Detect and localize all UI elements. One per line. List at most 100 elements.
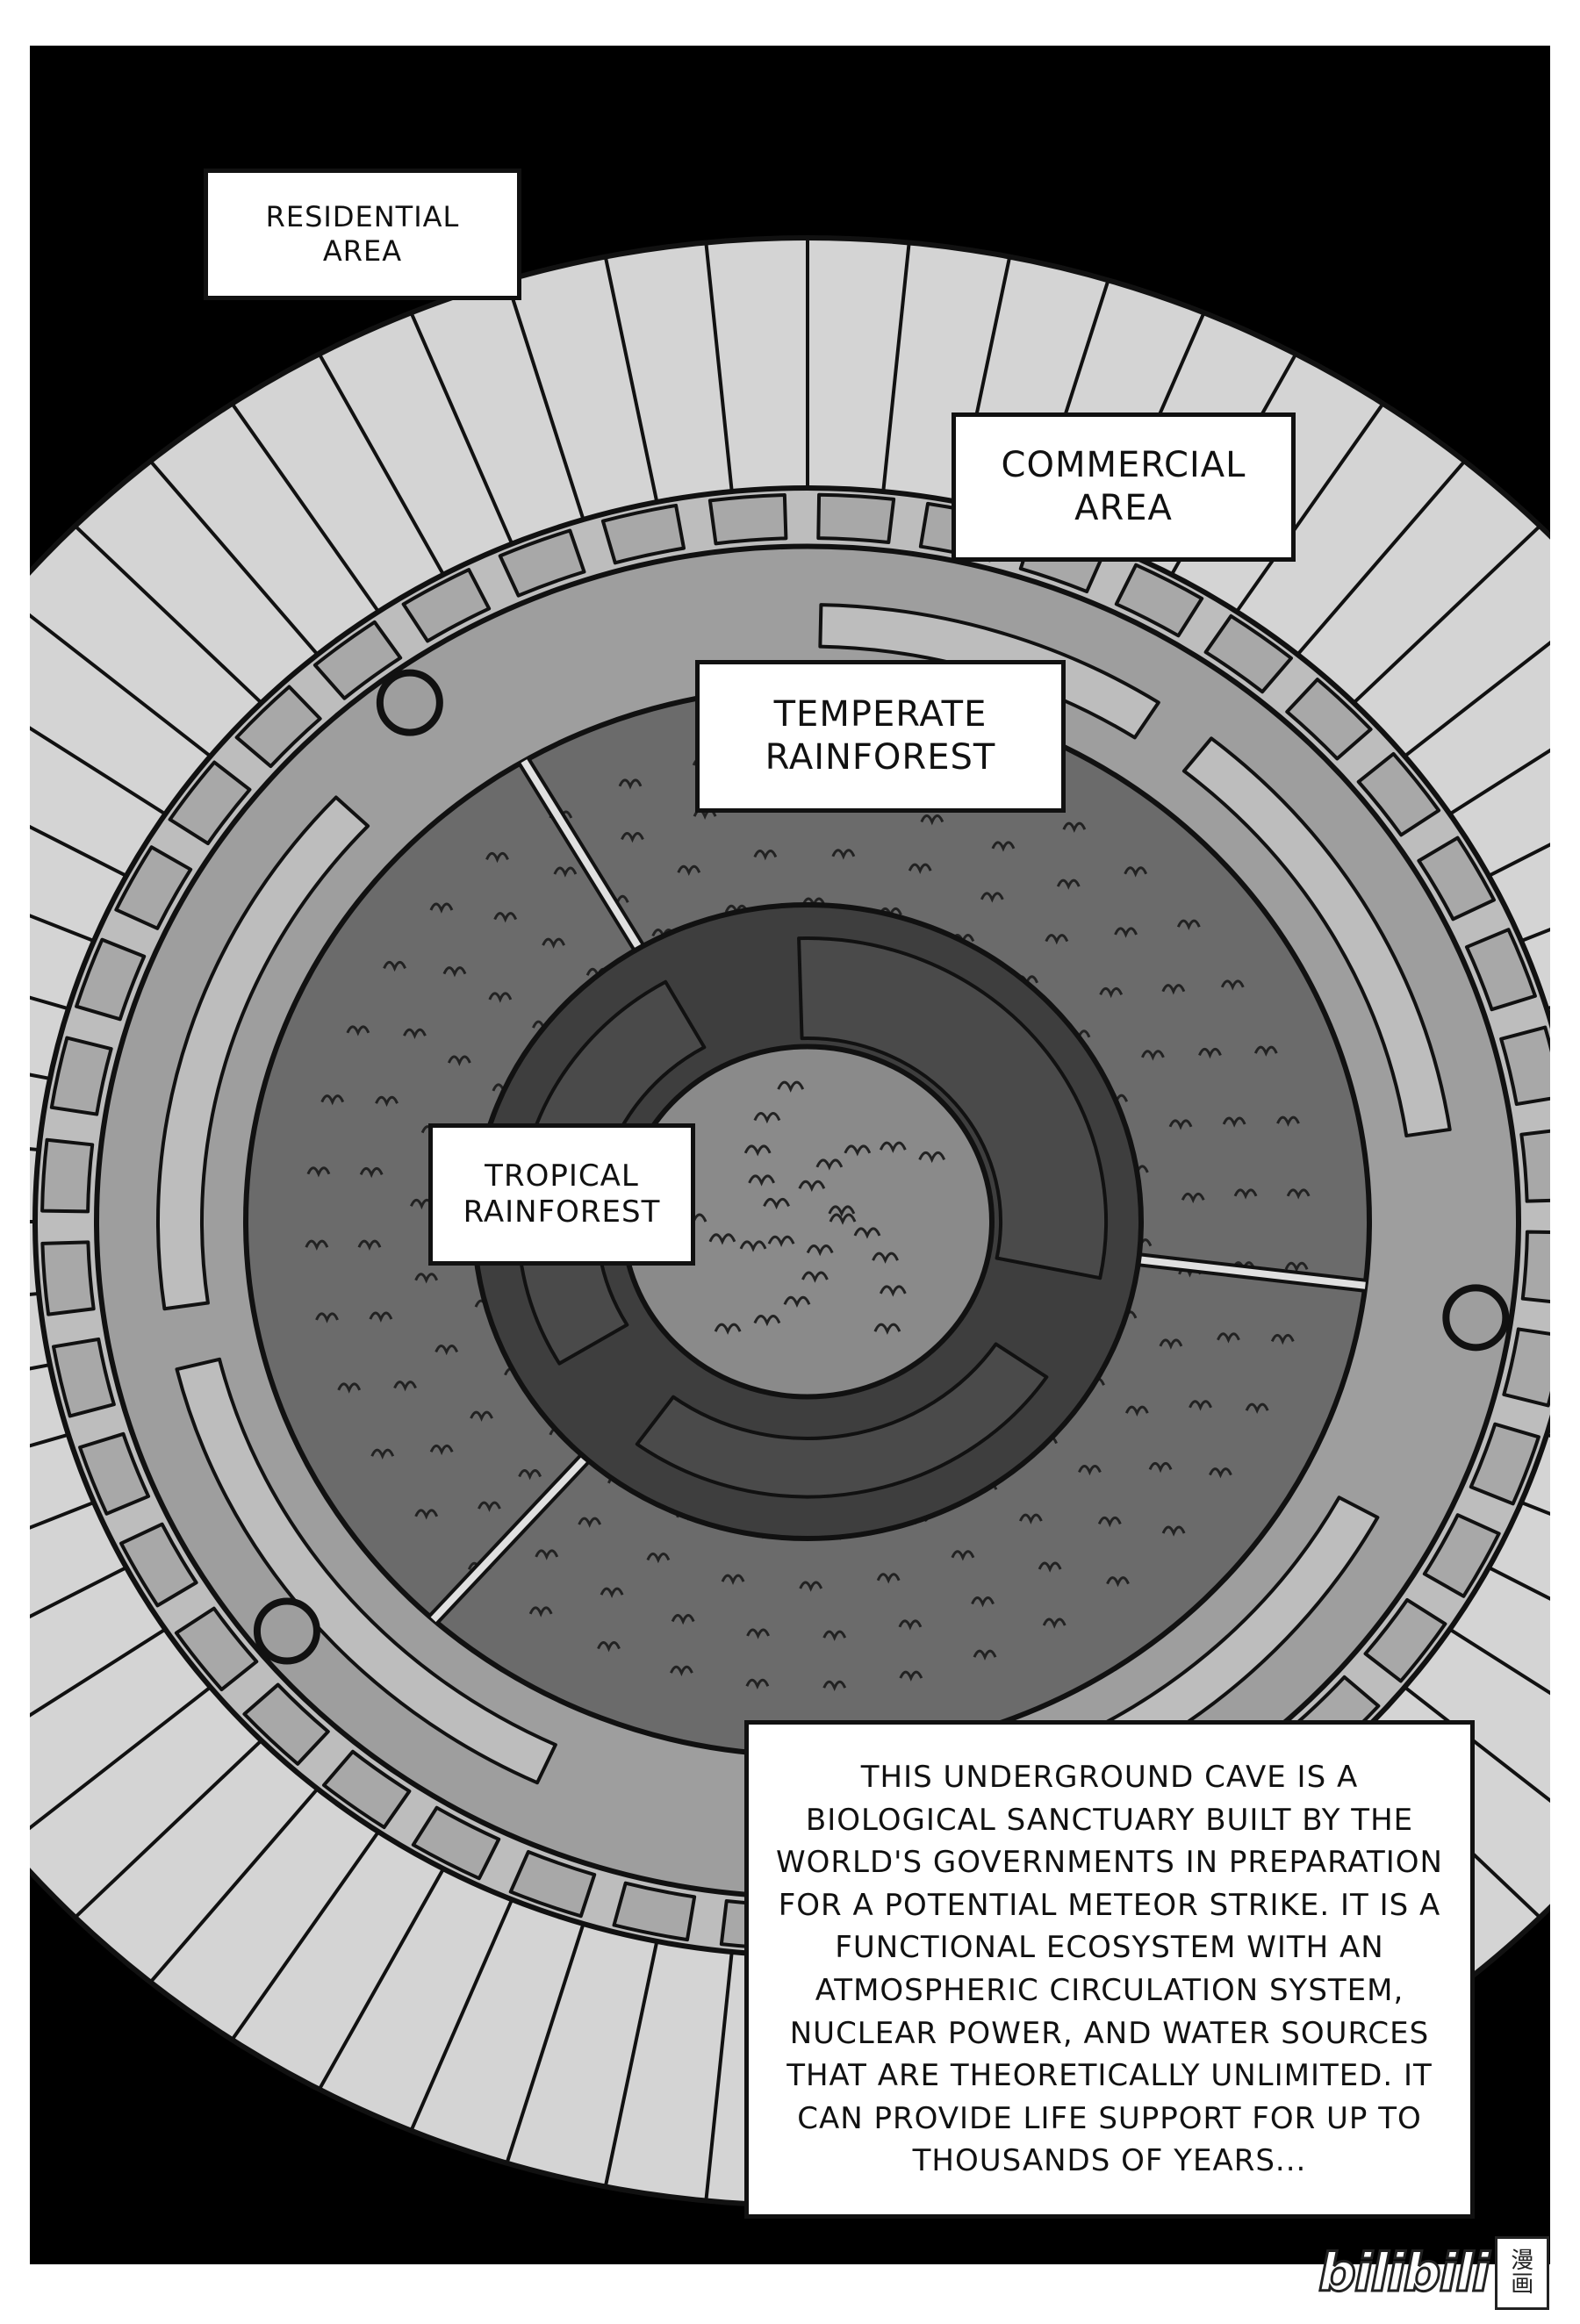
forest-path-fill xyxy=(1138,1256,1366,1289)
tree-canopy-mark xyxy=(442,966,467,978)
tree-canopy-mark xyxy=(671,1614,695,1625)
core-canopy-mark xyxy=(753,1112,781,1124)
plaza-pod-circle xyxy=(253,1597,320,1665)
tree-canopy-mark xyxy=(721,1574,745,1585)
tree-canopy-mark xyxy=(403,1028,427,1040)
tree-canopy-mark xyxy=(1181,1192,1205,1204)
tree-canopy-mark xyxy=(1198,1047,1222,1059)
outer-plank-line xyxy=(1448,1627,1550,1696)
outer-plank-line xyxy=(1448,748,1550,816)
core-canopy-mark xyxy=(783,1295,811,1309)
core-canopy-mark xyxy=(828,1205,856,1217)
tree-canopy-mark xyxy=(670,1665,693,1677)
tree-canopy-mark xyxy=(899,1670,923,1682)
tree-canopy-mark xyxy=(1078,1465,1102,1476)
core-canopy-mark xyxy=(801,1271,829,1283)
tree-canopy-mark xyxy=(973,1649,997,1661)
residential-building-block xyxy=(1520,1230,1550,1304)
core-canopy-mark xyxy=(798,1180,826,1193)
residential-building-block xyxy=(40,1240,96,1316)
residential-building-block xyxy=(1417,836,1496,922)
residential-building-block xyxy=(1114,563,1204,638)
tree-canopy-mark xyxy=(414,1273,439,1284)
residential-building-block xyxy=(707,492,788,546)
manhua-seal-icon: 漫 画 xyxy=(1495,2236,1550,2310)
core-canopy-mark xyxy=(767,1235,795,1247)
outer-plank-line xyxy=(30,1501,95,1530)
residential-building-block xyxy=(612,1881,697,1942)
seal-top-char: 漫 xyxy=(1511,2247,1534,2274)
tree-canopy-mark xyxy=(414,1509,439,1520)
tree-canopy-mark xyxy=(822,1630,847,1641)
residential-building-block xyxy=(1469,1422,1540,1506)
tree-canopy-mark xyxy=(677,864,701,877)
outer-plank-line xyxy=(74,1739,263,1919)
tree-canopy-mark xyxy=(831,849,856,860)
outer-plank-line xyxy=(1488,1566,1550,1601)
tree-canopy-mark xyxy=(1161,1525,1186,1537)
core-canopy-mark xyxy=(872,1252,899,1264)
tree-canopy-mark xyxy=(1141,1050,1165,1061)
tree-canopy-mark xyxy=(1222,1116,1246,1128)
tree-canopy-mark xyxy=(359,1166,384,1179)
core-canopy-mark xyxy=(879,1141,907,1153)
tree-canopy-mark xyxy=(369,1311,393,1323)
tree-canopy-mark xyxy=(375,1095,399,1108)
residential-building-block xyxy=(1203,613,1294,694)
tree-canopy-mark xyxy=(346,1025,370,1036)
residential-building-block xyxy=(1285,678,1373,761)
sanctuary-illustration xyxy=(30,235,1550,2208)
tree-canopy-mark xyxy=(753,850,778,861)
outer-plank-line xyxy=(505,1923,585,2164)
commercial-arc-building xyxy=(175,1357,557,1785)
residential-building-block xyxy=(1422,1513,1501,1598)
residential-building-block xyxy=(1363,1597,1447,1683)
core-canopy-mark xyxy=(879,1285,907,1297)
tree-canopy-mark xyxy=(1233,1188,1258,1200)
tree-canopy-mark xyxy=(447,1055,471,1066)
tree-canopy-mark xyxy=(991,841,1016,852)
residential-building-block xyxy=(1519,1129,1550,1203)
outer-plank-line xyxy=(230,1830,380,2041)
outer-plank-line xyxy=(318,1868,445,2091)
tree-canopy-mark xyxy=(746,1628,770,1639)
tree-canopy-mark xyxy=(383,960,406,972)
tree-canopy-mark xyxy=(1099,986,1124,999)
outer-plank-line xyxy=(1352,524,1541,705)
residential-building-block xyxy=(114,845,193,930)
tree-canopy-mark xyxy=(898,1619,923,1631)
tree-canopy-mark xyxy=(1056,879,1081,890)
tree-canopy-mark xyxy=(646,1553,671,1564)
tree-canopy-mark xyxy=(799,1581,823,1592)
residential-building-block xyxy=(1464,928,1537,1012)
tree-canopy-mark xyxy=(1124,1405,1149,1417)
seal-bottom-char: 画 xyxy=(1511,2271,1534,2298)
core-canopy-mark xyxy=(748,1174,775,1187)
residential-building-block xyxy=(51,1337,116,1418)
tree-canopy-mark xyxy=(597,1641,621,1653)
tree-canopy-mark xyxy=(1189,1400,1212,1411)
residential-building-block xyxy=(1356,751,1441,837)
tree-canopy-mark xyxy=(876,1573,901,1584)
outer-plank-line xyxy=(30,914,95,943)
tree-canopy-mark xyxy=(1270,1333,1295,1345)
core-canopy-mark xyxy=(918,1151,946,1164)
outer-plank-line xyxy=(409,312,514,545)
tree-canopy-mark xyxy=(434,1345,459,1356)
residential-building-block xyxy=(119,1522,198,1608)
tree-canopy-mark xyxy=(1018,1513,1043,1524)
residential-building-block xyxy=(75,937,147,1022)
outer-plank-line xyxy=(603,1940,659,2187)
commercial-arc-building xyxy=(1181,736,1452,1138)
tree-canopy-mark xyxy=(337,1382,362,1394)
residential-building-block xyxy=(1499,1025,1550,1107)
tree-canopy-mark xyxy=(600,1587,624,1598)
residential-area-caption: Residential Area xyxy=(204,169,521,300)
tree-canopy-mark xyxy=(357,1239,382,1251)
tree-canopy-mark xyxy=(621,832,644,843)
tree-canopy-mark xyxy=(822,1680,847,1692)
outer-plank-line xyxy=(30,613,212,758)
tree-canopy-mark xyxy=(320,1094,345,1106)
outer-plank-line xyxy=(30,824,127,878)
outer-plank-line xyxy=(409,1898,514,2132)
